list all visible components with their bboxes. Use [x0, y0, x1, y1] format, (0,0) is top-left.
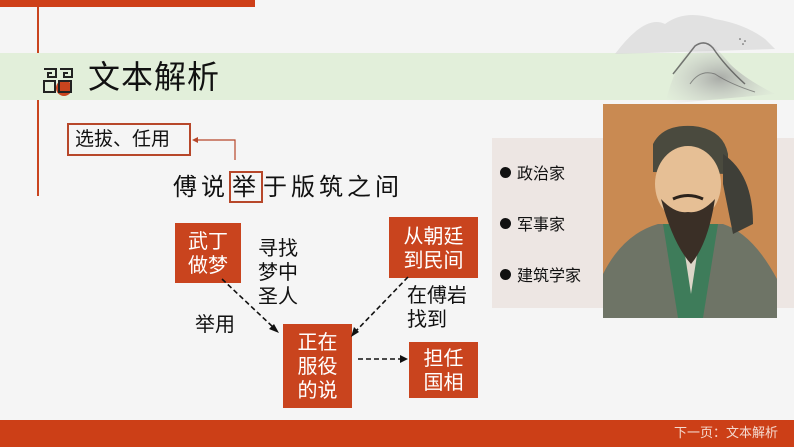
- sentence-after: 于版筑之间: [263, 173, 403, 201]
- label-text: 找到: [407, 307, 447, 331]
- role-item: 军事家: [500, 211, 581, 235]
- label-text: 在傅岩: [407, 283, 467, 307]
- role-label: 建筑学家: [517, 266, 582, 285]
- node-text: 从朝廷: [403, 223, 464, 248]
- node-wuding-dream: 武丁做梦: [175, 223, 241, 283]
- node-prime-minister: 担任国相: [409, 342, 478, 398]
- top-accent-bar: [0, 0, 255, 7]
- label-text: 寻找: [258, 236, 298, 260]
- label-found-at-fuyan: 在傅岩 找到: [407, 283, 487, 331]
- sentence-before: 傅说: [173, 173, 229, 201]
- left-accent-line: [37, 7, 39, 53]
- bullet-icon: [500, 166, 511, 178]
- node-text: 担任: [423, 346, 464, 370]
- node-fuyue-laboring: 正在服役的说: [283, 324, 352, 408]
- node-court-to-people: 从朝廷到民间: [389, 217, 478, 278]
- label-promote: 举用: [195, 312, 235, 336]
- definition-box: 选拔、任用: [67, 123, 191, 156]
- label-text: 圣人: [258, 284, 298, 308]
- source-sentence: 傅说举于版筑之间: [173, 171, 403, 203]
- page-title: 文本解析: [88, 58, 221, 96]
- role-label: 军事家: [517, 215, 566, 234]
- role-label: 政治家: [517, 164, 566, 183]
- role-item: 建筑学家: [500, 262, 581, 286]
- next-page-link[interactable]: 下一页：文本解析: [673, 426, 778, 441]
- chinese-pattern-icon: [43, 68, 73, 96]
- label-seek-sage: 寻找 梦中 圣人: [258, 236, 306, 308]
- label-text: 梦中: [258, 260, 298, 284]
- highlighted-character: 举: [229, 171, 263, 203]
- bullet-icon: [500, 268, 511, 280]
- portrait-image: [603, 104, 777, 318]
- definition-connector-arrow: [192, 137, 236, 160]
- node-text: 服役: [297, 354, 338, 378]
- node-text: 到民间: [403, 247, 464, 272]
- node-text: 的说: [297, 378, 338, 402]
- left-accent-line: [37, 100, 39, 196]
- footer-bar: 下一页：文本解析: [0, 420, 794, 447]
- node-text: 正在: [297, 330, 338, 354]
- bullet-icon: [500, 217, 511, 229]
- node-text: 武丁: [188, 229, 228, 253]
- title-band: [0, 53, 794, 100]
- role-list: 政治家 军事家 建筑学家: [500, 160, 581, 313]
- role-item: 政治家: [500, 160, 581, 184]
- ink-mountain-decoration: [615, 15, 775, 104]
- node-text: 做梦: [188, 253, 228, 277]
- node-text: 国相: [423, 370, 464, 394]
